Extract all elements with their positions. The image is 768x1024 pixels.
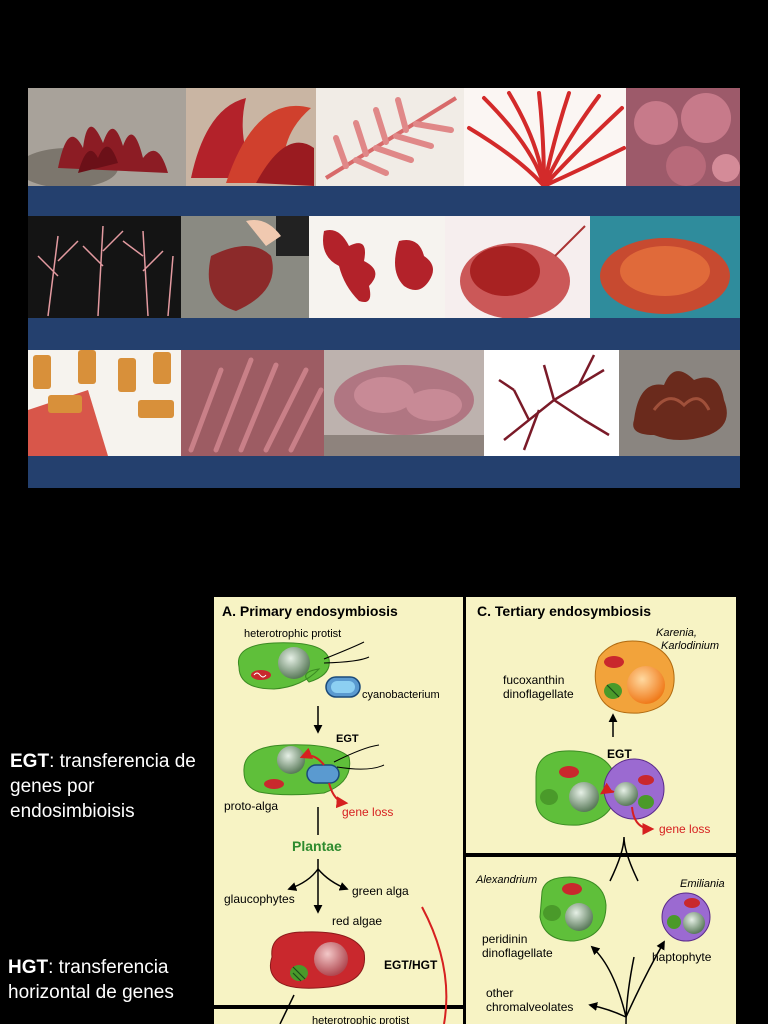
photo-ruffled-brown-red (619, 350, 740, 456)
green-alga-label: green alga (352, 884, 409, 898)
haptophyte-cell (661, 892, 711, 942)
plantae-label: Plantae (292, 838, 342, 854)
tertiary-host-cell (535, 750, 617, 826)
heterotrophic-protist-label: heterotrophic protist (244, 628, 341, 640)
panel-c-title: C. Tertiary endosymbiosis (477, 603, 651, 619)
photo-filament-micrograph (28, 350, 181, 456)
photo-red-fan-branches (464, 88, 626, 186)
photo-pink-crustose-patches (626, 88, 740, 186)
other-label-1: other (486, 986, 513, 1000)
egt-definition: EGT: transferencia de genes por endosimb… (10, 749, 210, 824)
photo-branched-pink-filaments (28, 216, 181, 318)
photo-row-1 (28, 88, 740, 186)
haptophyte-label: haptophyte (652, 950, 712, 964)
egt-description: : transferencia de genes por endosimbioi… (10, 751, 196, 822)
photo-row-2 (28, 216, 740, 318)
proto-alga-cell (243, 744, 385, 809)
karenia-label: Karenia, (656, 627, 697, 639)
cyanobacterium-label: cyanobacterium (362, 689, 440, 701)
photo-hand-holding-blade (181, 216, 309, 318)
photo-dark-red-branched (484, 350, 619, 456)
photo-coralline-crust (324, 350, 484, 456)
fucoxanthin-label-2: dinoflagellate (503, 687, 574, 701)
other-label-2: chromalveolates (486, 1000, 573, 1014)
photo-pink-feathery-frond (316, 88, 464, 186)
endosymbiosis-diagram: A. Primary endosymbiosis heterotrophic p… (214, 597, 736, 1024)
photo-fuzzy-red-filaments (445, 216, 590, 318)
photo-row-3 (28, 350, 740, 456)
karlodinium-label: Karlodinium (661, 640, 719, 652)
divider-band-2 (28, 318, 740, 350)
hgt-definition: HGT: transferencia horizontal de genes (8, 955, 208, 1005)
red-alga-cell (269, 931, 366, 989)
fucoxanthin-label-1: fucoxanthin (503, 673, 564, 687)
egt-label-c: EGT (607, 747, 632, 761)
divider-band-1 (28, 186, 740, 216)
algae-photo-grid (28, 88, 740, 488)
hgt-abbreviation: HGT (8, 957, 49, 978)
alexandrium-label: Alexandrium (475, 874, 537, 886)
emiliania-label: Emiliania (680, 878, 725, 890)
peridinin-dinoflagellate-cell (539, 876, 607, 942)
egt-abbreviation: EGT (10, 751, 50, 772)
haptophyte-endosymbiont (603, 758, 665, 820)
peridinin-label-1: peridinin (482, 932, 527, 946)
gene-loss-label-a: gene loss (342, 805, 393, 819)
photo-red-tuft-underwater (590, 216, 740, 318)
egt-label-a: EGT (336, 733, 359, 745)
red-algae-label: red algae (332, 914, 382, 928)
panel-b-background (214, 1009, 463, 1024)
photo-leafy-red-blade (186, 88, 316, 186)
heterotrophic-protist-cell (237, 641, 370, 690)
divider-band-3 (28, 456, 740, 488)
photo-articulated-coralline (181, 350, 324, 456)
egt-hgt-label: EGT/HGT (384, 958, 438, 972)
photo-pressed-red-frond (309, 216, 445, 318)
cyanobacterium-cell (325, 676, 361, 698)
photo-turf-red-algae (28, 88, 186, 186)
proto-alga-label: proto-alga (224, 799, 278, 813)
panel-a-title: A. Primary endosymbiosis (222, 603, 398, 619)
peridinin-label-2: dinoflagellate (482, 946, 553, 960)
hgt-description: : transferencia horizontal de genes (8, 957, 174, 1003)
fucoxanthin-dinoflagellate-cell (594, 640, 675, 714)
heterotrophic-protist-label-b: heterotrophic protist (312, 1015, 409, 1024)
glaucophytes-label: glaucophytes (224, 892, 295, 906)
gene-loss-label-c: gene loss (659, 822, 710, 836)
